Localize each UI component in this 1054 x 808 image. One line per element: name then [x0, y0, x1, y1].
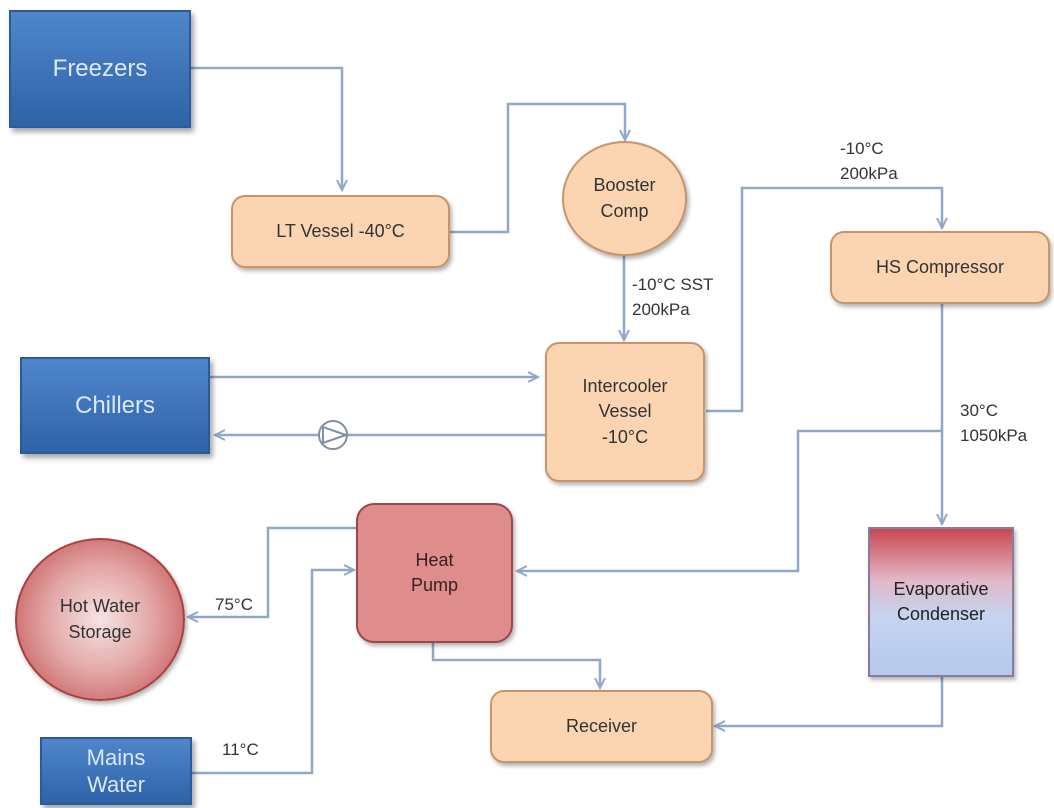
intercooler-vessel-box: Intercooler Vessel -10°C	[545, 342, 705, 482]
line-mains-to-heat-pump	[192, 570, 354, 775]
hot-water-storage-label: Hot Water Storage	[59, 596, 141, 642]
receiver-label: Receiver	[565, 715, 638, 736]
lt-vessel-box: LT Vessel -40°C	[231, 195, 450, 268]
hot-water-storage-circle: Hot Water Storage	[15, 538, 185, 701]
receiver-box: Receiver	[490, 690, 713, 763]
booster-comp-circle: Booster Comp	[562, 141, 687, 256]
heat-pump-label: Heat Pump	[410, 549, 459, 595]
line-evap-to-receiver	[715, 677, 944, 726]
line-intercooler-to-hs-compressor	[706, 186, 942, 413]
chillers-box: Chillers	[20, 357, 210, 454]
hs-compressor-box: HS Compressor	[830, 231, 1050, 304]
hs-compressor-label: HS Compressor	[875, 256, 1005, 277]
hs-in-label: -10°C 200kPa	[840, 139, 898, 183]
evaporative-condenser-box: Evaporative Condenser	[868, 527, 1014, 677]
line-lt-vessel-to-booster	[450, 102, 625, 234]
lt-vessel-label: LT Vessel -40°C	[276, 220, 405, 241]
mains-water-box: Mains Water	[40, 737, 192, 805]
mains-temp-label: 11°C	[222, 740, 259, 759]
evaporative-condenser-label: Evaporative Condenser	[893, 578, 989, 624]
freezers-box: Freezers	[9, 10, 191, 128]
booster-comp-label: Booster Comp	[593, 175, 656, 221]
intercooler-vessel-label: Intercooler Vessel -10°C	[582, 376, 668, 447]
booster-out-label: -10°C SST 200kPa	[632, 275, 714, 319]
line-branch-to-heat-pump	[517, 429, 942, 571]
hs-out-label: 30°C 1050kPa	[960, 401, 1028, 445]
mains-water-label: Mains Water	[86, 744, 146, 798]
chillers-label: Chillers	[74, 391, 155, 419]
pump-icon	[318, 420, 350, 450]
line-heat-pump-to-hot-water	[188, 526, 357, 617]
freezers-label: Freezers	[52, 55, 148, 83]
hot-water-temp-label: 75°C	[215, 595, 253, 614]
line-freezers-to-lt-vessel	[190, 66, 342, 190]
line-heat-pump-to-receiver	[431, 642, 600, 688]
heat-pump-box: Heat Pump	[356, 503, 513, 643]
